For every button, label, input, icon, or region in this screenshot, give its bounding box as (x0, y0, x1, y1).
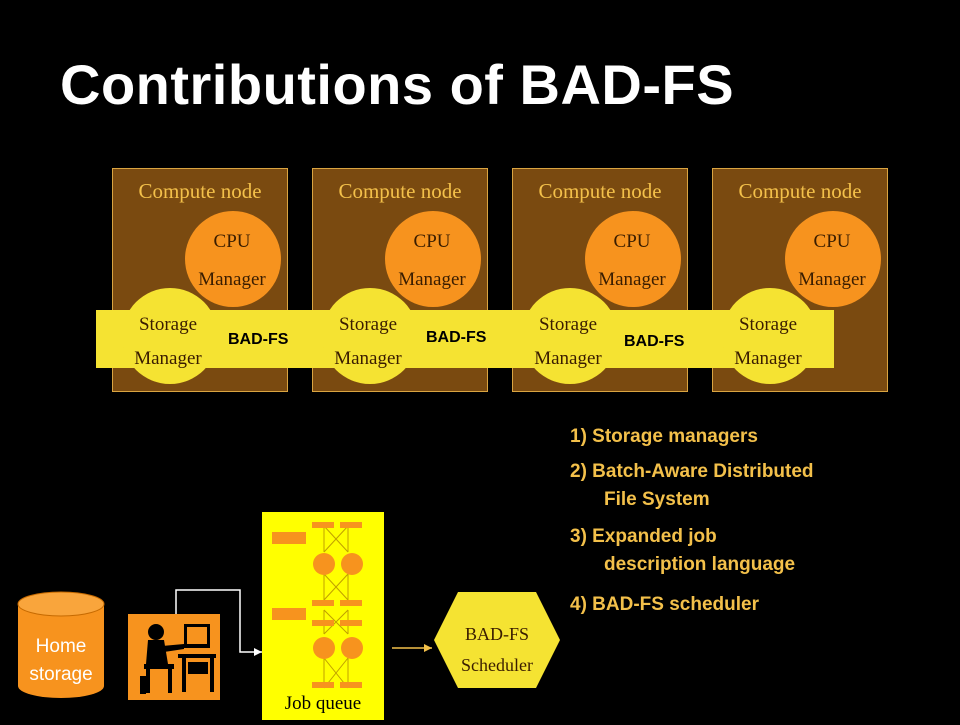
storage-label: Storage (738, 314, 798, 335)
contribution-line: 2) Batch-Aware Distributed (570, 461, 814, 482)
bad-fs-band-label: BAD-FS (624, 333, 685, 350)
storage-manager-circle (722, 288, 818, 384)
home-storage-label: storage (29, 664, 93, 685)
compute-node-label: Compute node (738, 179, 862, 203)
storage-manager-label: Manager (134, 348, 202, 369)
slide-title: Contributions of BAD-FS (60, 53, 735, 116)
person-at-computer-icon (140, 624, 216, 694)
compute-node-label: Compute node (538, 179, 662, 203)
storage-manager-circle (522, 288, 618, 384)
storage-label: Storage (138, 314, 198, 335)
cpu-manager-circle (585, 211, 681, 307)
user-workstation-icon (128, 614, 220, 700)
storage-label: Storage (538, 314, 598, 335)
cpu-manager-label: Manager (798, 269, 866, 290)
contribution-item: 1) Storage managers (570, 423, 758, 451)
storage-manager-circle (122, 288, 218, 384)
cpu-manager-label: Manager (398, 269, 466, 290)
compute-node-1: Compute node CPU Manager (112, 168, 288, 392)
cpu-manager-label: Manager (598, 269, 666, 290)
contribution-line: 3) Expanded job (570, 526, 717, 547)
compute-node-label: Compute node (138, 179, 262, 203)
cpu-label: CPU (213, 231, 251, 252)
job-queue-label: Job queue (284, 693, 362, 714)
storage-manager-label: Manager (534, 348, 602, 369)
cpu-manager-circle (385, 211, 481, 307)
scheduler-hexagon-icon (434, 592, 560, 688)
cpu-label: CPU (813, 231, 851, 252)
contribution-item: 3) Expanded job description language (570, 523, 795, 579)
bad-fs-band (96, 310, 834, 368)
scheduler-label: BAD-FS (464, 624, 530, 644)
home-storage-label: Home (35, 636, 87, 657)
contribution-line: 1) Storage managers (570, 426, 758, 447)
cpu-label: CPU (413, 231, 451, 252)
contribution-line-continued: description language (604, 554, 796, 575)
cpu-manager-label: Manager (198, 269, 266, 290)
compute-node-label: Compute node (338, 179, 462, 203)
bad-fs-band-label: BAD-FS (426, 329, 487, 346)
storage-label: Storage (338, 314, 398, 335)
bad-fs-band-label: BAD-FS (228, 331, 289, 348)
contribution-item: 2) Batch-Aware Distributed File System (570, 458, 814, 514)
storage-manager-label: Manager (334, 348, 402, 369)
contribution-item: 4) BAD-FS scheduler (570, 591, 759, 619)
job-dag-icon (272, 522, 363, 689)
contribution-line-continued: File System (604, 489, 710, 510)
storage-manager-label: Manager (734, 348, 802, 369)
storage-manager-circle (322, 288, 418, 384)
scheduler-label: Scheduler (461, 655, 533, 675)
cpu-manager-circle (185, 211, 281, 307)
cpu-label: CPU (613, 231, 651, 252)
contribution-line: 4) BAD-FS scheduler (570, 594, 759, 615)
home-storage-cylinder-icon (17, 591, 105, 698)
cpu-manager-circle (785, 211, 881, 307)
job-queue-panel (262, 512, 384, 720)
